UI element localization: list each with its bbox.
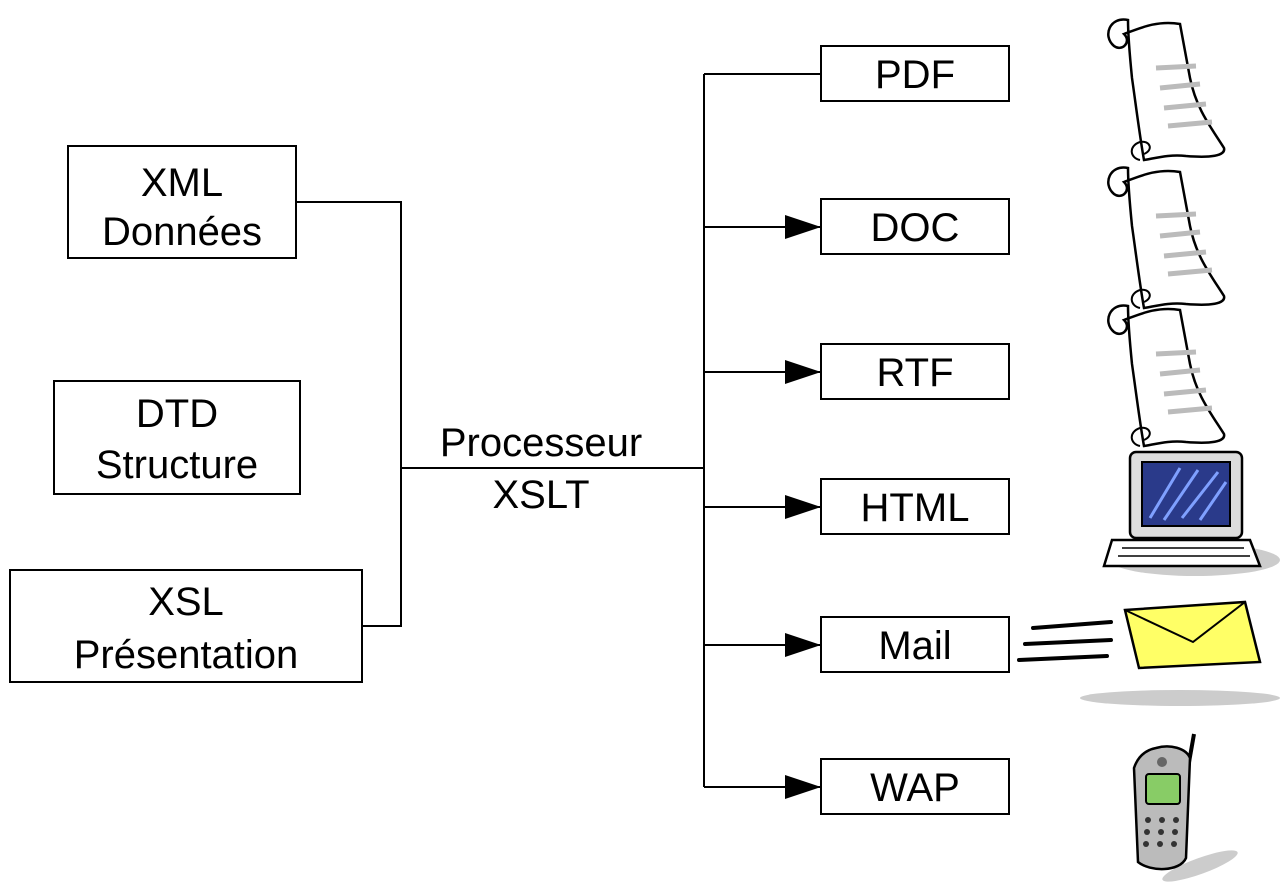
xml-title: XML bbox=[141, 161, 223, 205]
output-label-rtf: RTF bbox=[876, 351, 953, 395]
output-label-html: HTML bbox=[861, 486, 970, 530]
document-scroll-icon bbox=[1107, 18, 1226, 162]
input-dtd-box: DTD Structure bbox=[53, 380, 301, 495]
output-rtf: RTF bbox=[704, 343, 1010, 400]
xsl-subtitle: Présentation bbox=[74, 633, 299, 677]
document-scroll-icon bbox=[1107, 304, 1226, 448]
input-xsl-box: XSL Présentation bbox=[9, 569, 363, 683]
output-label-pdf: PDF bbox=[875, 53, 955, 97]
processor-label-line2: XSLT bbox=[492, 473, 589, 517]
output-html: HTML bbox=[704, 478, 1010, 535]
input-xml-box: XML Données bbox=[67, 145, 297, 259]
mobile-phone-icon bbox=[1132, 733, 1238, 882]
envelope-icon bbox=[1017, 600, 1280, 706]
output-pdf: PDF bbox=[704, 45, 1010, 102]
output-label-wap: WAP bbox=[870, 766, 960, 810]
dtd-subtitle: Structure bbox=[96, 443, 258, 487]
output-label-doc: DOC bbox=[871, 206, 960, 250]
output-wap: WAP bbox=[704, 758, 1010, 815]
dtd-title: DTD bbox=[136, 392, 218, 436]
xsl-title: XSL bbox=[148, 580, 224, 624]
xml-subtitle: Données bbox=[102, 210, 262, 254]
output-doc: DOC bbox=[704, 198, 1010, 255]
input-connectors bbox=[296, 201, 704, 627]
document-scroll-icon bbox=[1107, 166, 1226, 310]
processor-label-line1: Processeur bbox=[440, 421, 642, 465]
output-mail: Mail bbox=[704, 616, 1010, 673]
computer-icon bbox=[1102, 450, 1280, 576]
output-label-mail: Mail bbox=[878, 624, 951, 668]
xml-xsl-bracket bbox=[296, 201, 402, 627]
